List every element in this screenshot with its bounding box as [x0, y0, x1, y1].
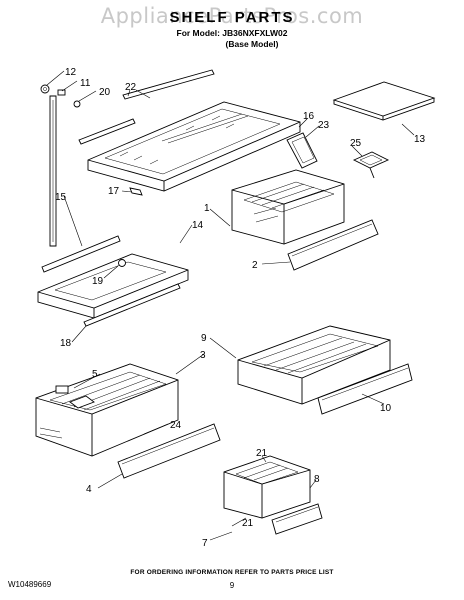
callout-7: 7: [202, 538, 208, 549]
drawer-1: [231, 169, 379, 271]
callout-15: 15: [55, 192, 67, 203]
callout-8: 8: [314, 474, 320, 485]
upper-glass-shelf: [87, 101, 301, 196]
trim-strips-22: [78, 69, 215, 145]
lower-glass-shelf: [37, 235, 189, 327]
callout-12: 12: [65, 67, 77, 78]
callout-9: 9: [201, 333, 207, 344]
divider-23: [286, 132, 318, 169]
page-number: 9: [229, 581, 235, 590]
leader-lines: [46, 70, 415, 541]
callout-19: 19: [92, 276, 104, 287]
callout-16: 16: [303, 111, 315, 122]
crisper-cover-13: [332, 81, 436, 121]
callout-21-bottom: 21: [242, 518, 254, 529]
callout-3: 3: [200, 350, 206, 361]
callout-18: 18: [60, 338, 72, 349]
model-line: For Model: JB36NXFXLW02: [176, 28, 288, 38]
callout-labels: 12 11 20 22 16 23 13 25 17 15 1 14 19 2 …: [55, 67, 426, 549]
watermark: AppliancePartsPros.com: [100, 4, 364, 28]
callout-24: 24: [170, 420, 182, 431]
callout-4: 4: [86, 484, 92, 495]
callout-2: 2: [252, 260, 258, 271]
callout-25: 25: [350, 138, 362, 149]
callout-20: 20: [99, 87, 111, 98]
callout-17: 17: [108, 186, 120, 197]
document-number: W10489669: [8, 580, 52, 589]
callout-10: 10: [380, 403, 392, 414]
callout-11: 11: [80, 78, 91, 89]
callout-5: 5: [92, 369, 98, 380]
drawer-3: [35, 363, 221, 479]
callout-1: 1: [204, 203, 210, 214]
callout-14: 14: [192, 220, 204, 231]
model-note: (Base Model): [225, 39, 279, 49]
clip-25: [352, 151, 390, 179]
drawer-9: [237, 325, 413, 415]
callout-21-top: 21: [256, 448, 268, 459]
callout-13: 13: [414, 134, 426, 145]
drawer-21: [223, 455, 323, 535]
page-title: SHELF PARTS: [169, 9, 295, 26]
callout-22: 22: [125, 82, 137, 93]
callout-23: 23: [318, 120, 330, 131]
ordering-note: FOR ORDERING INFORMATION REFER TO PARTS …: [130, 569, 334, 576]
rail-bracket-group: [40, 84, 81, 247]
